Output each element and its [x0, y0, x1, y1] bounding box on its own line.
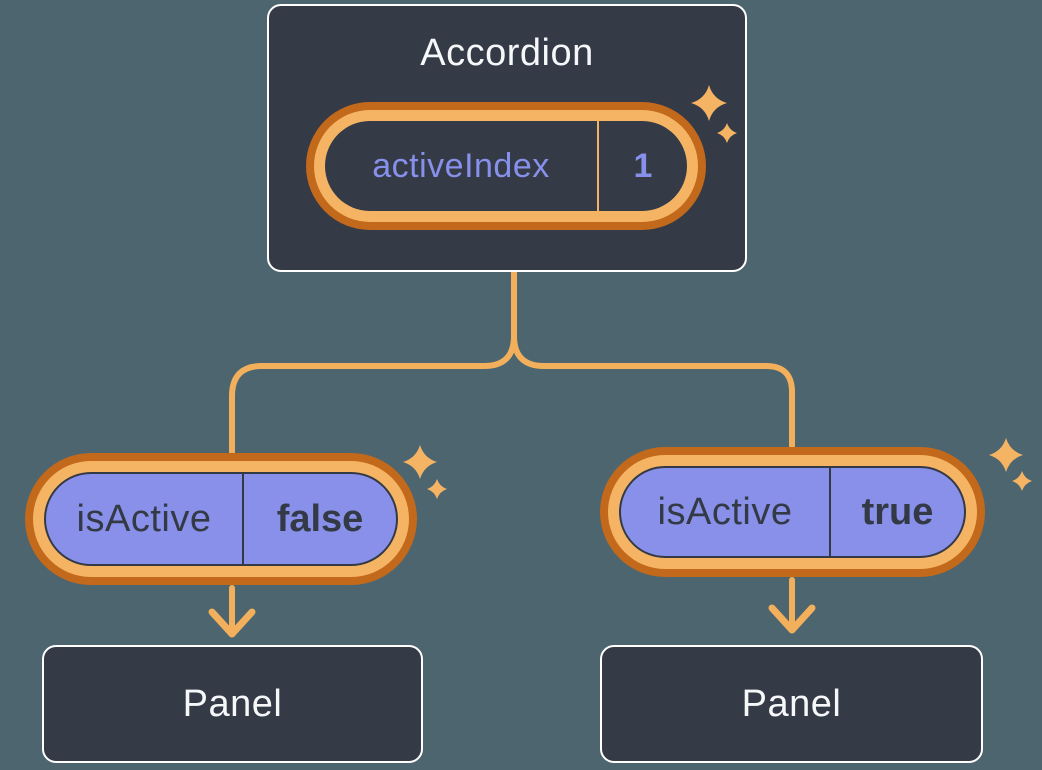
state-pill-ring: activeIndex 1 [314, 110, 698, 222]
panel-title: Panel [182, 682, 283, 725]
state-value: 1 [597, 121, 687, 211]
panel-component-box: Panel [600, 645, 983, 763]
prop-value: true [829, 468, 964, 556]
prop-pill-isactive-false: isActive false [25, 453, 417, 585]
panel-title: Panel [741, 682, 842, 725]
prop-pill-ring: isActive false [33, 461, 409, 577]
prop-pill-ring: isActive true [608, 455, 977, 569]
prop-label: isActive [76, 497, 212, 540]
state-pill-activeindex: activeIndex 1 [306, 102, 706, 230]
prop-pill-isactive-true: isActive true [600, 447, 985, 577]
accordion-title: Accordion [420, 32, 594, 74]
state-label: activeIndex [372, 146, 550, 185]
prop-label: isActive [657, 490, 793, 533]
accordion-component-box: Accordion activeIndex 1 [267, 4, 747, 272]
prop-value: false [242, 474, 396, 564]
panel-component-box: Panel [42, 645, 423, 763]
